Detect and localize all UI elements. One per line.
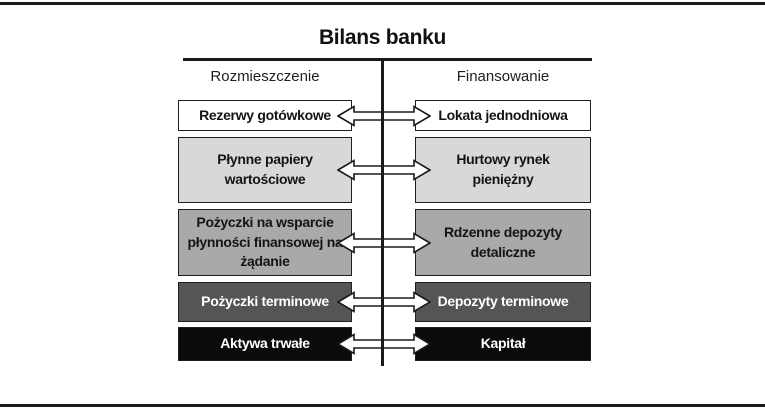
double-arrow-icon [337,291,431,313]
asset-label: Aktywa trwałe [220,335,310,352]
t-account-horizontal-line [183,58,592,61]
asset-box: Pożyczki terminowe [178,282,352,322]
liability-label: Depozyty terminowe [437,293,569,310]
asset-box: Rezerwy gotówkowe [178,100,352,131]
liability-box: Kapitał [415,327,591,361]
liability-box: Lokata jednodniowa [415,100,591,131]
asset-label: Rezerwy gotówkowe [199,106,331,123]
double-arrow-icon [337,231,431,254]
liability-label: Lokata jednodniowa [438,106,568,123]
top-rule [0,2,765,5]
asset-label: Płynne papiery wartościowe [217,151,313,187]
liability-box: Depozyty terminowe [415,282,591,322]
double-arrow-icon [337,159,431,181]
column-header-assets: Rozmieszczenie [210,68,320,85]
page-title: Bilans banku [318,26,447,49]
liability-box: Hurtowy rynek pieniężny [415,137,591,203]
column-header-liabilities: Finansowanie [456,68,550,85]
balance-row: Aktywa trwałe Kapitał [0,327,765,361]
double-arrow-icon [337,333,431,355]
balance-row: Płynne papiery wartościowe Hurtowy rynek… [0,137,765,203]
balance-row: Rezerwy gotówkowe Lokata jednodniowa [0,100,765,131]
liability-label: Kapitał [480,335,526,352]
asset-label: Pożyczki na wsparcie płynności finansowe… [187,213,343,270]
double-arrow-icon [337,104,431,127]
asset-box: Aktywa trwałe [178,327,352,361]
liability-label: Hurtowy rynek pieniężny [456,151,550,187]
balance-row: Pożyczki terminowe Depozyty terminowe [0,282,765,322]
balance-row: Pożyczki na wsparcie płynności finansowe… [0,209,765,276]
asset-box: Płynne papiery wartościowe [178,137,352,203]
liability-box: Rdzenne depozyty detaliczne [415,209,591,276]
bottom-rule [0,404,765,407]
asset-label: Pożyczki terminowe [201,293,329,310]
liability-label: Rdzenne depozyty detaliczne [443,223,563,260]
t-account-vertical-line [381,58,384,366]
asset-box: Pożyczki na wsparcie płynności finansowe… [178,209,352,276]
